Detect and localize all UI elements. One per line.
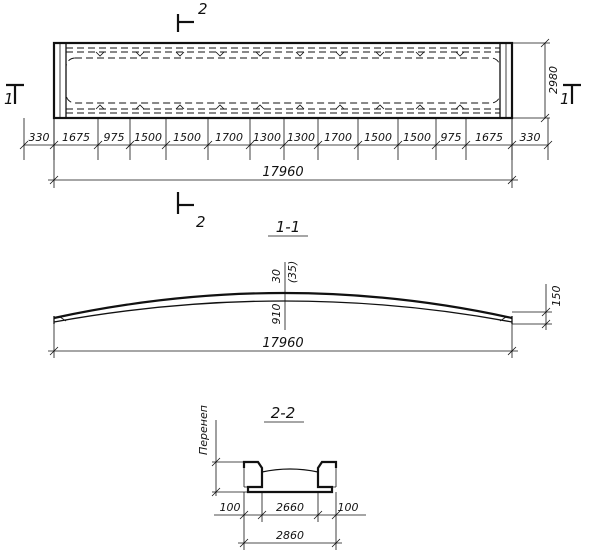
spacing-dim-13: 330 bbox=[520, 131, 541, 144]
height-dim-text: 2980 bbox=[547, 66, 560, 94]
rib-notches bbox=[95, 51, 465, 110]
section-mark-2-bottom: 2 bbox=[196, 213, 206, 231]
section-2-2: 2-2 Перенеп 100 2660 100 2860 bbox=[197, 404, 366, 550]
section1-total-length: 17960 bbox=[262, 336, 303, 351]
spacing-dim-11: 975 bbox=[441, 131, 462, 144]
beam-bottom-chord bbox=[53, 300, 513, 323]
beam-top-chord bbox=[53, 291, 513, 320]
dim-total: 2860 bbox=[276, 529, 304, 542]
section-mark-2-top: 2 bbox=[198, 0, 208, 18]
spacing-dim-9: 1500 bbox=[364, 131, 392, 144]
spacing-dim-1: 1675 bbox=[62, 131, 90, 144]
end-dim: 150 bbox=[550, 286, 563, 307]
top-dim-alt: (35) bbox=[286, 261, 299, 284]
slab-outline bbox=[52, 41, 514, 120]
spacing-dim-4: 1500 bbox=[173, 131, 201, 144]
spacing-dim-6: 1300 bbox=[253, 131, 281, 144]
spacing-dim-3: 1500 bbox=[134, 131, 162, 144]
spacing-dim-12: 1675 bbox=[475, 131, 503, 144]
spacing-dim-2: 975 bbox=[104, 131, 125, 144]
section-1-1: 1-1 30 (35) 910 150 17960 bbox=[48, 218, 563, 358]
dim-left: 100 bbox=[220, 501, 241, 514]
section-2-title: 2-2 bbox=[271, 404, 296, 422]
spacing-dimension-chain: 330 1675 975 1500 1500 1700 1300 1300 1700 1500 15… bbox=[19, 118, 553, 160]
plan-view: 2980 1 1 2 2 330 1675 975 1500 1500 1700 1300 1… bbox=[4, 0, 581, 231]
rise-dim: 910 bbox=[270, 304, 283, 325]
spacing-dim-5: 1700 bbox=[215, 131, 243, 144]
top-dim: 30 bbox=[270, 269, 283, 283]
spacing-dim-0: 330 bbox=[29, 131, 50, 144]
spacing-dim-7: 1300 bbox=[287, 131, 315, 144]
inner-panel-dashed bbox=[65, 57, 501, 104]
section-1-title: 1-1 bbox=[276, 218, 301, 236]
dim-middle: 2660 bbox=[276, 501, 304, 514]
plan-total-length: 17960 bbox=[262, 165, 303, 180]
cross-section-outline bbox=[242, 460, 338, 494]
dim-right: 100 bbox=[338, 501, 359, 514]
rib-label: Перенеп bbox=[197, 405, 210, 455]
section-mark-1-right: 1 bbox=[560, 90, 570, 108]
spacing-dim-8: 1700 bbox=[324, 131, 352, 144]
section-mark-1-left: 1 bbox=[4, 90, 14, 108]
cross-section-flange bbox=[261, 468, 319, 473]
spacing-dim-10: 1500 bbox=[403, 131, 431, 144]
